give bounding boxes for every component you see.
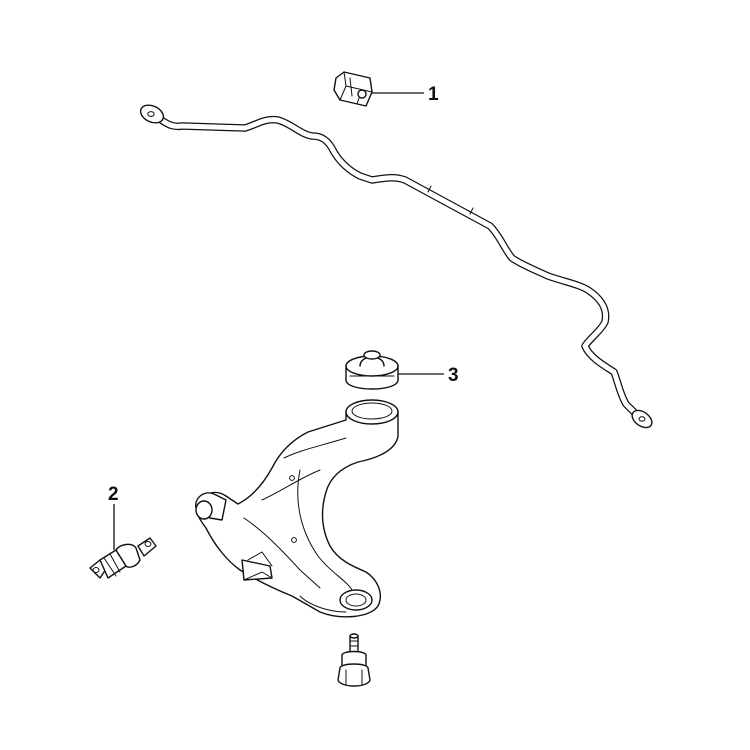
- callout-3: 3: [398, 365, 459, 386]
- control-arm-rear-bushing[interactable]: [345, 350, 399, 390]
- callout-number-1: 1: [428, 84, 439, 105]
- ball-joint[interactable]: [337, 633, 371, 687]
- callout-number-3: 3: [448, 365, 459, 386]
- callout-1: 1: [372, 84, 439, 105]
- stabilizer-bushing[interactable]: [333, 71, 373, 107]
- control-arm-front-bushing[interactable]: [89, 537, 157, 579]
- lower-control-arm[interactable]: [195, 399, 399, 618]
- stabilizer-bar[interactable]: [138, 102, 655, 431]
- callout-2: 2: [108, 484, 119, 550]
- callout-number-2: 2: [108, 484, 119, 505]
